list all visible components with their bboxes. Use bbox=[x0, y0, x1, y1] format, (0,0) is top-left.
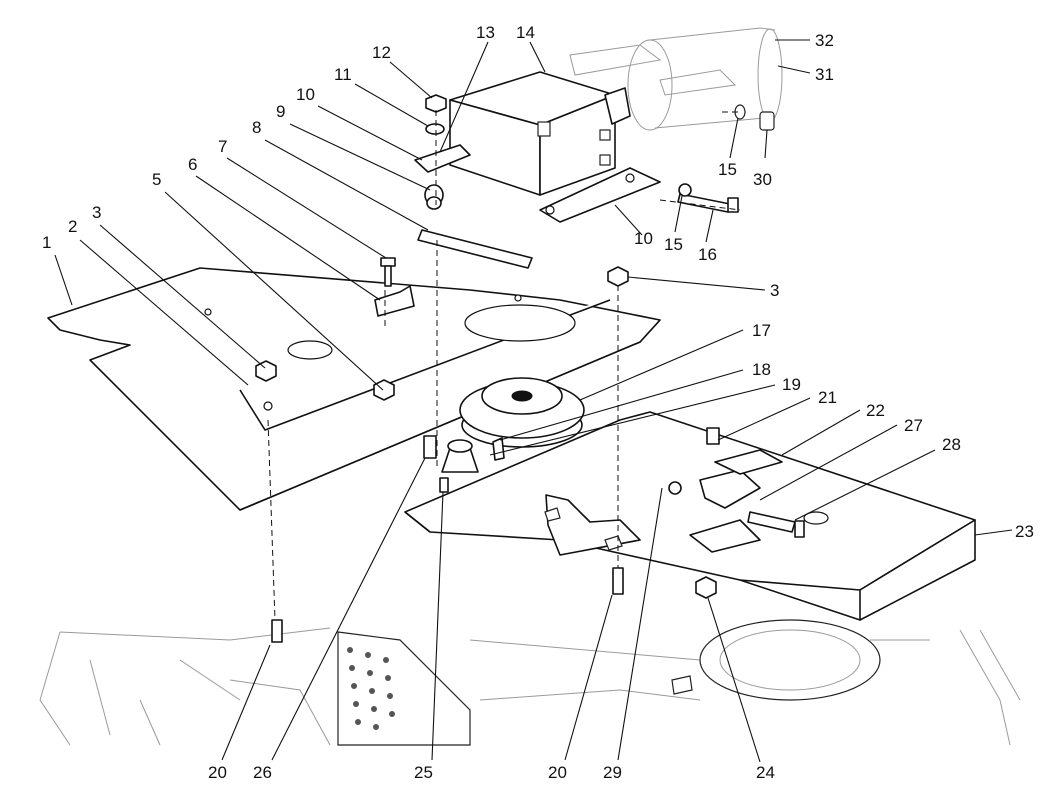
clutch-box bbox=[449, 71, 661, 223]
assembly-axes bbox=[267, 110, 741, 621]
callout-6: 6 bbox=[188, 155, 197, 174]
callout-11: 11 bbox=[334, 65, 352, 84]
cylinder-part bbox=[569, 27, 783, 131]
callout-3-right: 3 bbox=[770, 281, 779, 300]
callout-17: 17 bbox=[752, 321, 771, 340]
hardware-pieces bbox=[255, 94, 805, 643]
callout-15-top: 15 bbox=[718, 160, 737, 179]
callout-21: 21 bbox=[818, 388, 837, 407]
callout-14: 14 bbox=[516, 23, 535, 42]
pulley bbox=[459, 377, 585, 448]
callout-24: 24 bbox=[756, 763, 775, 782]
callout-13: 13 bbox=[476, 23, 495, 42]
callout-5: 5 bbox=[152, 170, 161, 189]
callout-19: 19 bbox=[782, 375, 801, 394]
callout-27: 27 bbox=[904, 416, 923, 435]
callout-29: 29 bbox=[603, 763, 622, 782]
callout-8: 8 bbox=[252, 118, 261, 137]
callout-2: 2 bbox=[68, 217, 77, 236]
callout-28: 28 bbox=[942, 435, 961, 454]
callout-1: 1 bbox=[42, 233, 51, 252]
callout-31: 31 bbox=[815, 65, 834, 84]
right-deck-plate bbox=[404, 411, 976, 621]
callout-25: 25 bbox=[414, 763, 433, 782]
callout-10-left: 10 bbox=[296, 85, 315, 104]
callout-20-right: 20 bbox=[548, 763, 567, 782]
callout-7: 7 bbox=[218, 137, 227, 156]
callout-3-left: 3 bbox=[92, 203, 101, 222]
callout-20-left: 20 bbox=[208, 763, 227, 782]
callout-9: 9 bbox=[276, 102, 285, 121]
leader-lines bbox=[54, 39, 1013, 763]
callout-26: 26 bbox=[253, 763, 272, 782]
callout-22: 22 bbox=[866, 401, 885, 420]
callout-labels: 1 2 3 5 6 7 8 9 10 11 12 13 14 32 31 15 … bbox=[42, 23, 1034, 782]
callout-32: 32 bbox=[815, 31, 834, 50]
callout-15-bottom: 15 bbox=[664, 235, 683, 254]
mower-deck-background bbox=[39, 619, 1021, 746]
callout-23: 23 bbox=[1015, 522, 1034, 541]
callout-12: 12 bbox=[372, 43, 391, 62]
callout-30: 30 bbox=[753, 170, 772, 189]
callout-10-right: 10 bbox=[634, 229, 653, 248]
callout-16: 16 bbox=[698, 245, 717, 264]
left-mounting-plate bbox=[47, 267, 661, 511]
callout-18: 18 bbox=[752, 360, 771, 379]
